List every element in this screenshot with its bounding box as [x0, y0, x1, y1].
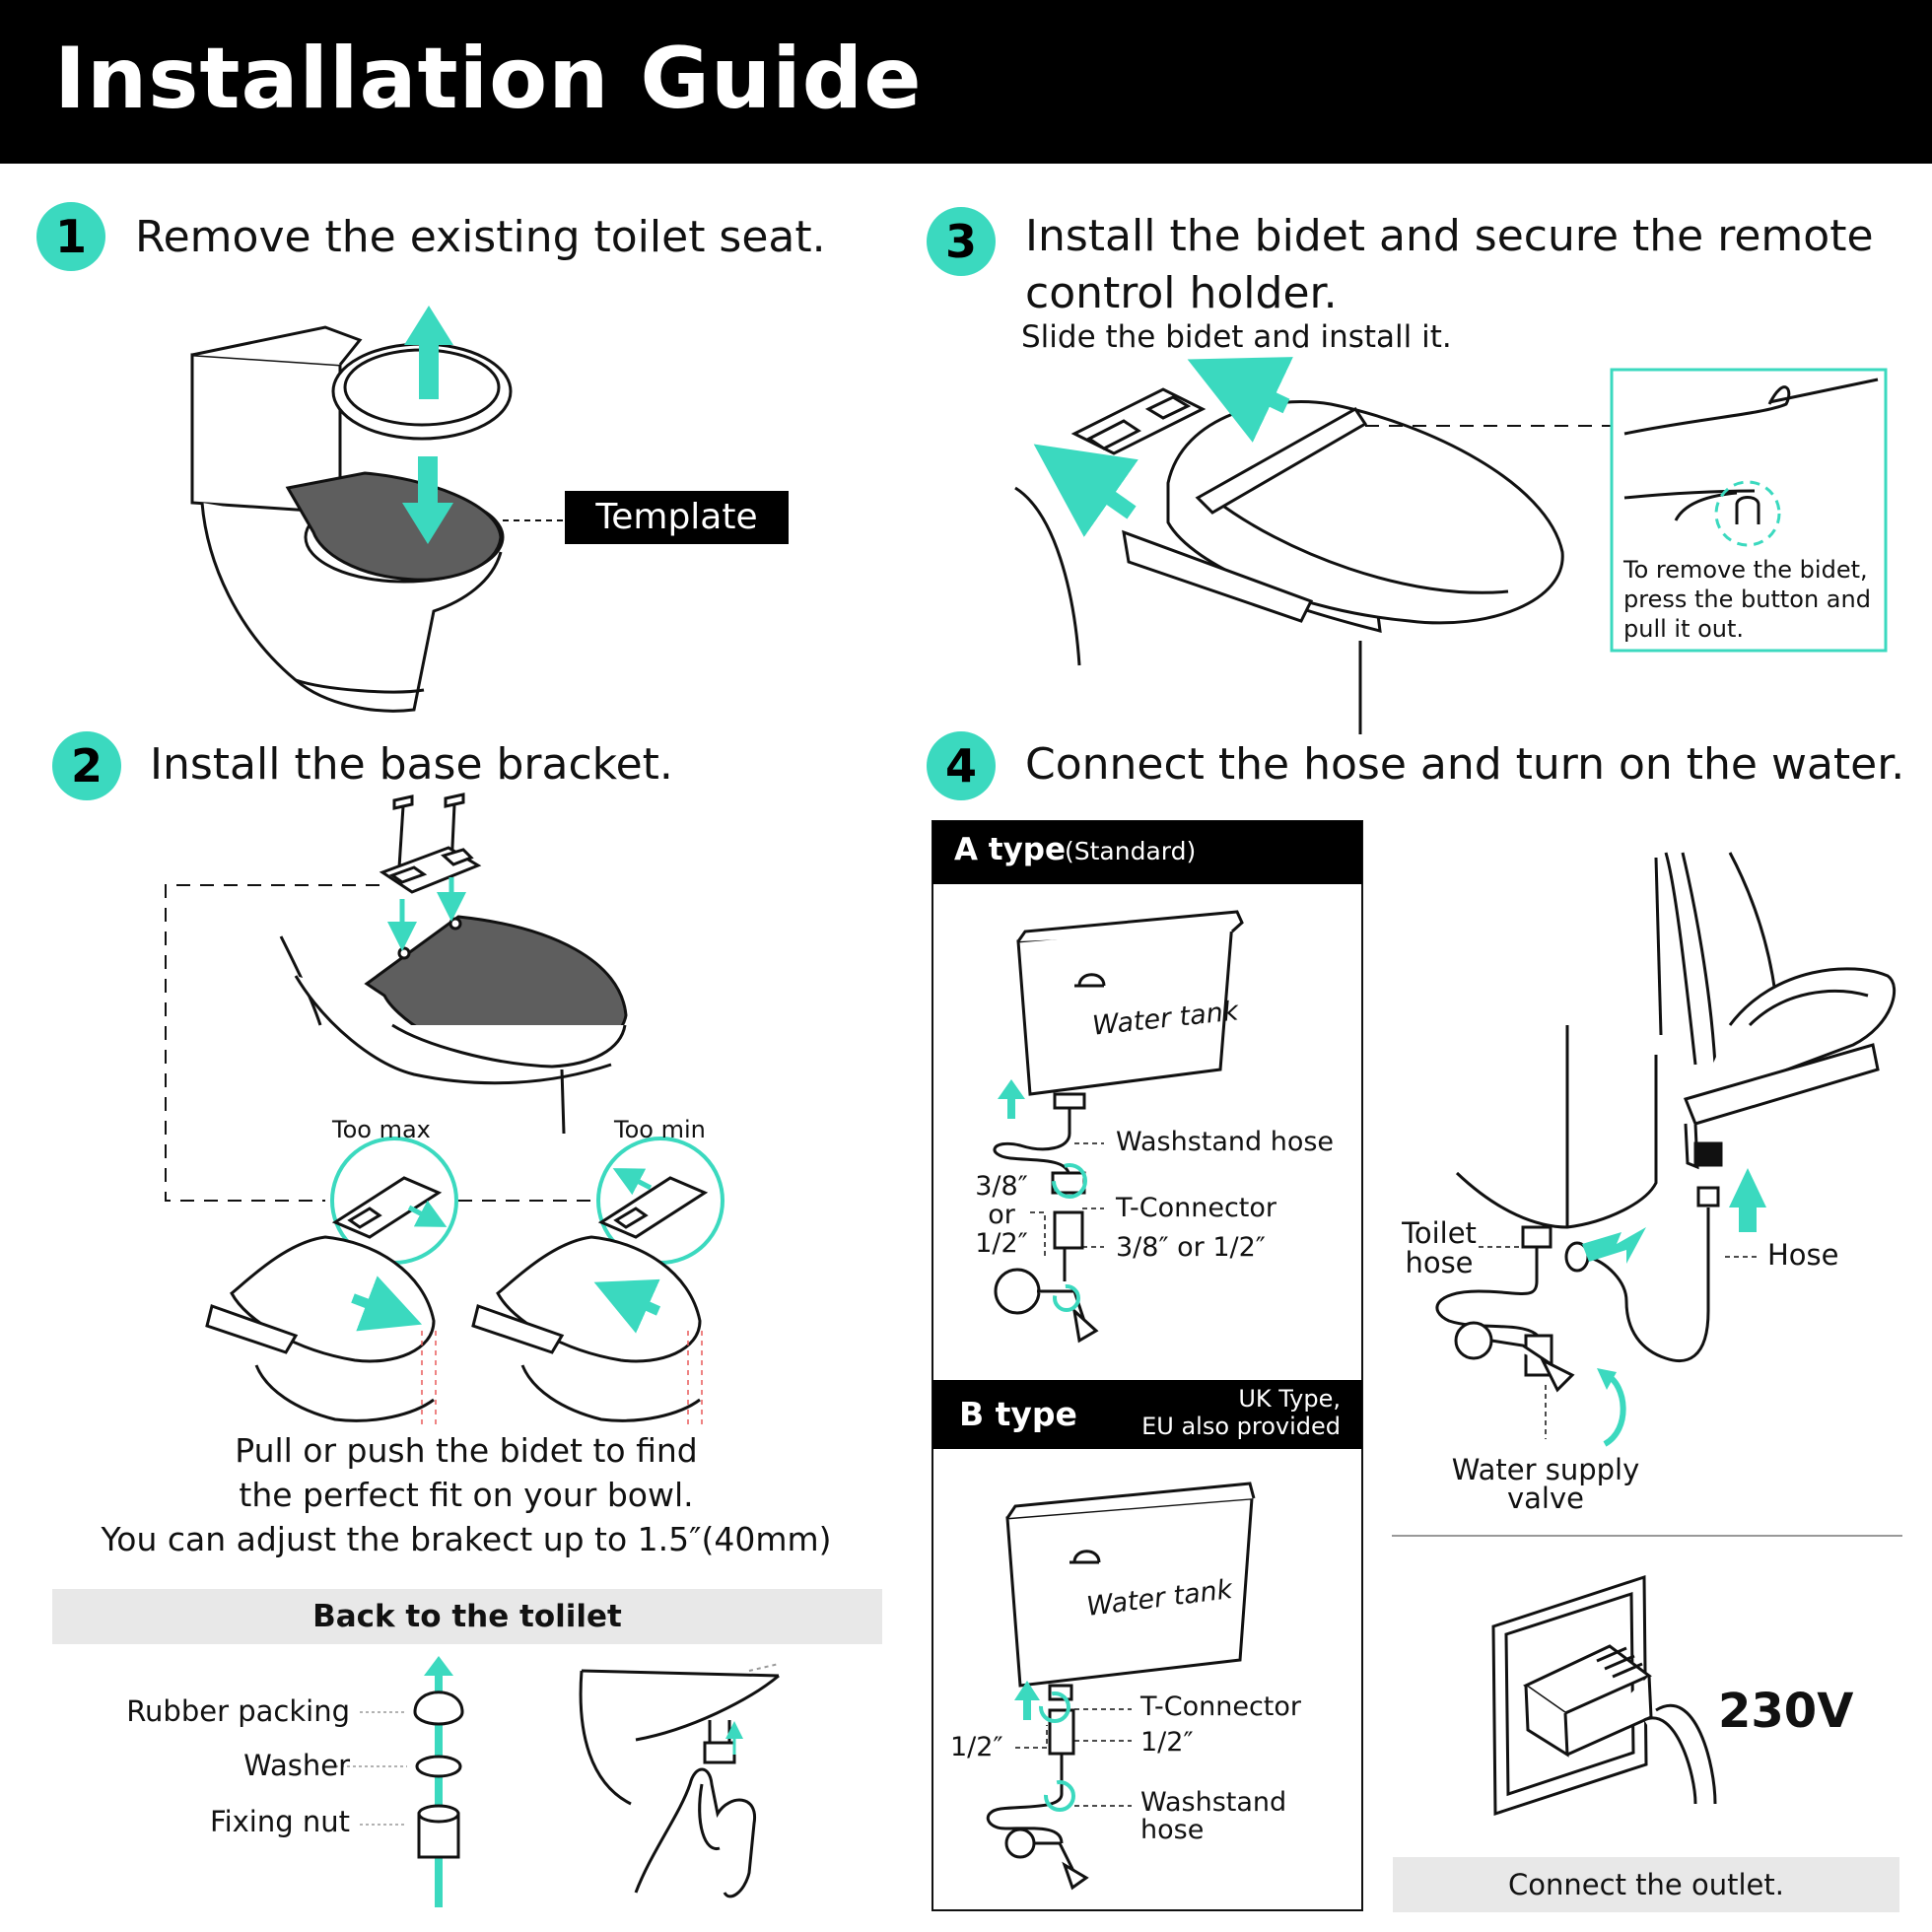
step2-number-badge: 2: [52, 731, 121, 800]
a-type-size-line3: 1/2″: [975, 1228, 1028, 1259]
b-type-left-size: 1/2″: [950, 1732, 1003, 1762]
step2-desc-line1: Pull or push the bidet to find: [235, 1431, 698, 1470]
step4-number-badge: 4: [927, 731, 996, 800]
b-type-header: [932, 1380, 1362, 1449]
b-type-sub-line1: UK Type,: [1238, 1385, 1341, 1413]
back-to-toilet-label: Back to the tolilet: [312, 1599, 622, 1634]
remove-note-line3: pull it out.: [1623, 615, 1745, 643]
a-type-t-connector: T-Connector: [1116, 1193, 1277, 1223]
outlet-bar: Connect the outlet.: [1393, 1857, 1899, 1912]
valve-line2: valve: [1507, 1482, 1584, 1515]
toilet-hose-line1: Toilet: [1402, 1216, 1477, 1250]
remove-note-line2: press the button and: [1623, 586, 1871, 613]
hose-connection-drawing: [1435, 852, 1897, 1393]
header-bar: [0, 0, 1932, 164]
step3-subtitle: Slide the bidet and install it.: [1021, 319, 1452, 355]
step3-bidet-drawing: [1014, 387, 1564, 734]
b-type-t-size: 1/2″: [1140, 1727, 1194, 1758]
step1-arrows: [402, 306, 453, 544]
part-fixing-nut: Fixing nut: [210, 1805, 350, 1838]
back-to-toilet-bar: Back to the tolilet: [52, 1589, 882, 1644]
remove-note-line1: To remove the bidet,: [1623, 556, 1868, 584]
a-type-tank-drawing: [993, 910, 1244, 1344]
voltage-label: 230V: [1718, 1684, 1854, 1739]
b-type-t-connector: T-Connector: [1140, 1691, 1302, 1722]
part-washer: Washer: [243, 1749, 350, 1782]
outlet-label: Connect the outlet.: [1508, 1868, 1784, 1901]
valve-line1: Water supply: [1451, 1453, 1640, 1486]
b-type-washstand-line2: hose: [1140, 1815, 1205, 1845]
step1-toilet-drawing: [190, 325, 513, 713]
too-max-label: Too max: [332, 1116, 431, 1143]
step3-number-badge: 3: [927, 207, 996, 276]
step1-number-badge: 1: [36, 202, 105, 271]
toilet-hose-line2: hose: [1405, 1246, 1474, 1279]
a-type-washstand-hose: Washstand hose: [1116, 1127, 1335, 1157]
b-type-title: B type: [959, 1395, 1077, 1433]
step3-arrows: [1033, 357, 1293, 537]
a-type-size-line1: 3/8″: [975, 1171, 1028, 1202]
step3-title-line2: control holder.: [1025, 268, 1338, 318]
a-type-header: [932, 821, 1362, 884]
part-rubber-packing: Rubber packing: [126, 1694, 350, 1728]
a-type-sub: (Standard): [1065, 837, 1197, 865]
step2-title: Install the base bracket.: [150, 739, 673, 790]
a-type-up-arrow: [998, 1079, 1025, 1119]
template-label: Template: [565, 491, 789, 544]
too-min-label: Too min: [614, 1116, 706, 1143]
step4-title: Connect the hose and turn on the water.: [1025, 739, 1905, 790]
outlet-drawing: [1491, 1574, 1717, 1817]
b-type-sub-line2: EU also provided: [1141, 1413, 1341, 1440]
hose-label: Hose: [1767, 1238, 1839, 1272]
step1-title: Remove the existing toilet seat.: [135, 212, 826, 262]
a-type-t-size: 3/8″ or 1/2″: [1116, 1232, 1266, 1263]
a-type-size-line2: or: [988, 1200, 1015, 1230]
parts-stack: [413, 1656, 464, 1907]
page-title: Installation Guide: [54, 30, 923, 128]
step2-desc-line2: the perfect fit on your bowl.: [239, 1476, 694, 1514]
step2-desc-line3: You can adjust the brakect up to 1.5″(40…: [101, 1520, 832, 1558]
remove-note-box: [1610, 368, 1888, 653]
b-type-washstand-line1: Washstand: [1140, 1787, 1287, 1818]
a-type-title: A type: [954, 832, 1067, 867]
step3-title-line1: Install the bidet and secure the remote: [1025, 211, 1874, 261]
step2-bracket-drawing: [279, 793, 628, 1135]
